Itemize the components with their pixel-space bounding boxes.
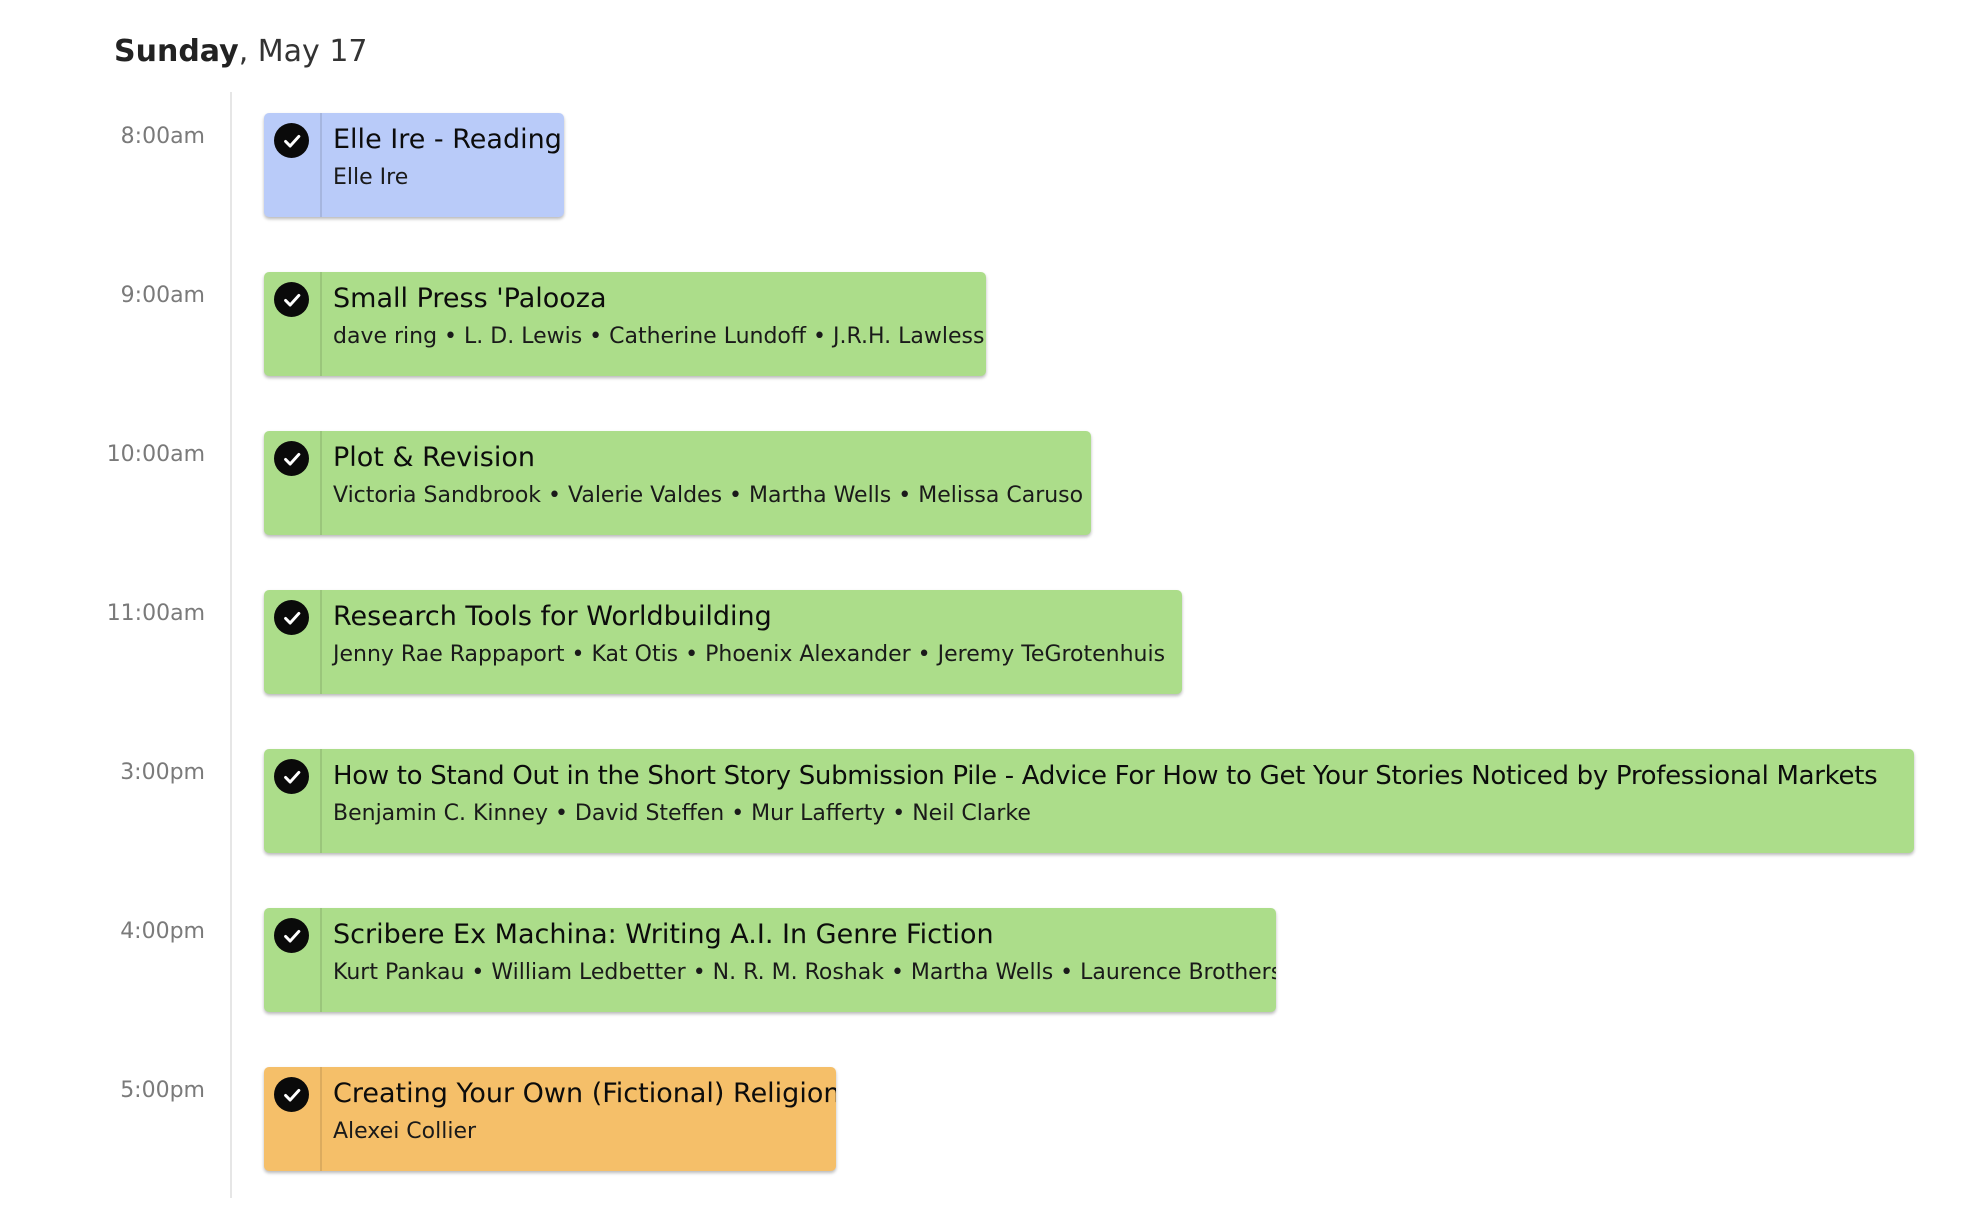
event-card[interactable]: Small Press 'Palooza dave ring • L. D. L… xyxy=(264,272,986,376)
event-title: Elle Ire - Reading xyxy=(333,124,562,155)
checkmark-column xyxy=(264,113,322,217)
day-date: , May 17 xyxy=(238,34,368,69)
event-title: How to Stand Out in the Short Story Subm… xyxy=(333,761,1878,791)
event-content: Elle Ire - Reading Elle Ire xyxy=(322,113,564,217)
event-participants: Jenny Rae Rappaport • Kat Otis • Phoenix… xyxy=(333,642,1166,667)
event-card[interactable]: Plot & Revision Victoria Sandbrook • Val… xyxy=(264,431,1091,535)
event-content: Small Press 'Palooza dave ring • L. D. L… xyxy=(322,272,986,376)
time-label: 9:00am xyxy=(120,283,205,308)
checkmark-column xyxy=(264,272,322,376)
event-card[interactable]: Scribere Ex Machina: Writing A.I. In Gen… xyxy=(264,908,1276,1012)
event-participants: Alexei Collier xyxy=(333,1119,477,1144)
event-participants: Benjamin C. Kinney • David Steffen • Mur… xyxy=(333,801,1031,826)
time-slot: 10:00am Plot & Revision Victoria Sandbro… xyxy=(0,410,1978,569)
checkmark-icon[interactable] xyxy=(274,918,309,953)
checkmark-column xyxy=(264,1067,322,1171)
day-header: Sunday, May 17 xyxy=(114,34,368,69)
event-content: Plot & Revision Victoria Sandbrook • Val… xyxy=(322,431,1091,535)
time-slot: 3:00pm How to Stand Out in the Short Sto… xyxy=(0,728,1978,887)
time-slot: 4:00pm Scribere Ex Machina: Writing A.I.… xyxy=(0,887,1978,1046)
event-participants: dave ring • L. D. Lewis • Catherine Lund… xyxy=(333,324,985,349)
event-title: Research Tools for Worldbuilding xyxy=(333,601,772,632)
time-label: 8:00am xyxy=(120,124,205,149)
checkmark-icon[interactable] xyxy=(274,759,309,794)
event-participants: Victoria Sandbrook • Valerie Valdes • Ma… xyxy=(333,483,1084,508)
event-card[interactable]: Research Tools for Worldbuilding Jenny R… xyxy=(264,590,1182,694)
time-label: 10:00am xyxy=(106,442,205,467)
event-title: Scribere Ex Machina: Writing A.I. In Gen… xyxy=(333,919,994,950)
time-slot: 9:00am Small Press 'Palooza dave ring • … xyxy=(0,251,1978,410)
time-slot: 8:00am Elle Ire - Reading Elle Ire xyxy=(0,92,1978,251)
timeline-line xyxy=(230,92,232,1198)
checkmark-column xyxy=(264,431,322,535)
checkmark-icon[interactable] xyxy=(274,1077,309,1112)
checkmark-icon[interactable] xyxy=(274,441,309,476)
event-content: Creating Your Own (Fictional) Religion A… xyxy=(322,1067,836,1171)
checkmark-icon[interactable] xyxy=(274,282,309,317)
time-label: 3:00pm xyxy=(120,760,205,785)
time-slot: 5:00pm Creating Your Own (Fictional) Rel… xyxy=(0,1046,1978,1205)
checkmark-column xyxy=(264,908,322,1012)
checkmark-icon[interactable] xyxy=(274,123,309,158)
day-name: Sunday xyxy=(114,34,239,69)
event-participants: Kurt Pankau • William Ledbetter • N. R. … xyxy=(333,960,1276,985)
event-card[interactable]: Creating Your Own (Fictional) Religion A… xyxy=(264,1067,836,1171)
event-title: Plot & Revision xyxy=(333,442,535,473)
event-participants: Elle Ire xyxy=(333,165,409,190)
checkmark-column xyxy=(264,749,322,853)
event-card[interactable]: Elle Ire - Reading Elle Ire xyxy=(264,113,564,217)
checkmark-column xyxy=(264,590,322,694)
checkmark-icon[interactable] xyxy=(274,600,309,635)
event-content: Research Tools for Worldbuilding Jenny R… xyxy=(322,590,1175,694)
event-content: How to Stand Out in the Short Story Subm… xyxy=(322,749,1887,853)
time-label: 11:00am xyxy=(106,601,205,626)
time-label: 5:00pm xyxy=(120,1078,205,1103)
event-content: Scribere Ex Machina: Writing A.I. In Gen… xyxy=(322,908,1276,1012)
time-slot: 11:00am Research Tools for Worldbuilding… xyxy=(0,569,1978,728)
event-title: Creating Your Own (Fictional) Religion xyxy=(333,1078,836,1109)
event-card[interactable]: How to Stand Out in the Short Story Subm… xyxy=(264,749,1914,853)
event-title: Small Press 'Palooza xyxy=(333,283,607,314)
time-label: 4:00pm xyxy=(120,919,205,944)
